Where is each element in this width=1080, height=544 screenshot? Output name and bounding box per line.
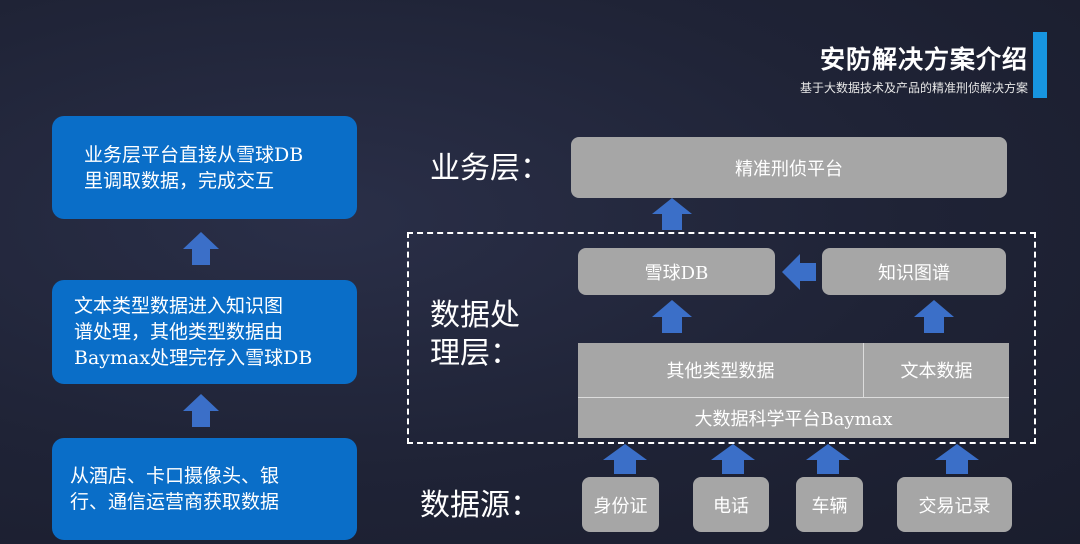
step-line: 业务层平台直接从雪球DB xyxy=(84,143,304,166)
page-subtitle: 基于大数据技术及产品的精准刑侦解决方案 xyxy=(799,81,1028,95)
step-box-business: 业务层平台直接从雪球DB 里调取数据，完成交互 xyxy=(52,116,357,219)
other-data-box: 其他类型数据 xyxy=(578,343,863,397)
step-line: 谱处理，其他类型数据由 xyxy=(74,321,284,343)
source-vehicle: 车辆 xyxy=(796,477,863,532)
processing-layer-frame xyxy=(407,232,1036,444)
text-data-box: 文本数据 xyxy=(864,343,1009,397)
step-box-source: 从酒店、卡口摄像头、银 行、通信运营商获取数据 xyxy=(52,438,357,540)
processing-label-line: 理层： xyxy=(430,336,520,371)
step-box-processing: 文本类型数据进入知识图 谱处理，其他类型数据由 Baymax处理完存入雪球DB xyxy=(52,280,357,384)
source-id-card: 身份证 xyxy=(582,477,659,532)
up-arrow-icon xyxy=(711,444,755,474)
source-layer-label: 数据源： xyxy=(420,488,540,523)
business-layer-label: 业务层： xyxy=(430,151,550,186)
snowball-db-box: 雪球DB xyxy=(578,248,775,295)
cell-divider xyxy=(863,343,864,397)
processing-layer-label: 数据处 理层： xyxy=(430,297,520,373)
up-arrow-icon xyxy=(183,394,219,427)
up-arrow-icon xyxy=(652,198,692,230)
step-line: Baymax处理完存入雪球DB xyxy=(74,347,313,369)
accent-bar xyxy=(1033,32,1047,98)
processing-label-line: 数据处 xyxy=(430,298,520,333)
platform-box: 精准刑侦平台 xyxy=(571,137,1007,198)
source-phone: 电话 xyxy=(693,477,769,532)
up-arrow-icon xyxy=(935,444,979,474)
knowledge-graph-box: 知识图谱 xyxy=(822,248,1006,295)
step-line: 行、通信运营商获取数据 xyxy=(70,491,280,513)
baymax-box: 大数据科学平台Baymax xyxy=(578,398,1009,438)
step-line: 从酒店、卡口摄像头、银 xyxy=(70,465,280,487)
up-arrow-icon xyxy=(183,232,219,265)
up-arrow-icon xyxy=(914,300,954,333)
up-arrow-icon xyxy=(652,300,692,333)
row-divider xyxy=(578,397,1009,398)
up-arrow-icon xyxy=(603,444,647,474)
page-title: 安防解决方案介绍 xyxy=(819,45,1028,74)
step-line: 里调取数据，完成交互 xyxy=(84,169,275,192)
source-transaction: 交易记录 xyxy=(897,477,1012,532)
step-line: 文本类型数据进入知识图 xyxy=(74,295,284,317)
up-arrow-icon xyxy=(806,444,850,474)
